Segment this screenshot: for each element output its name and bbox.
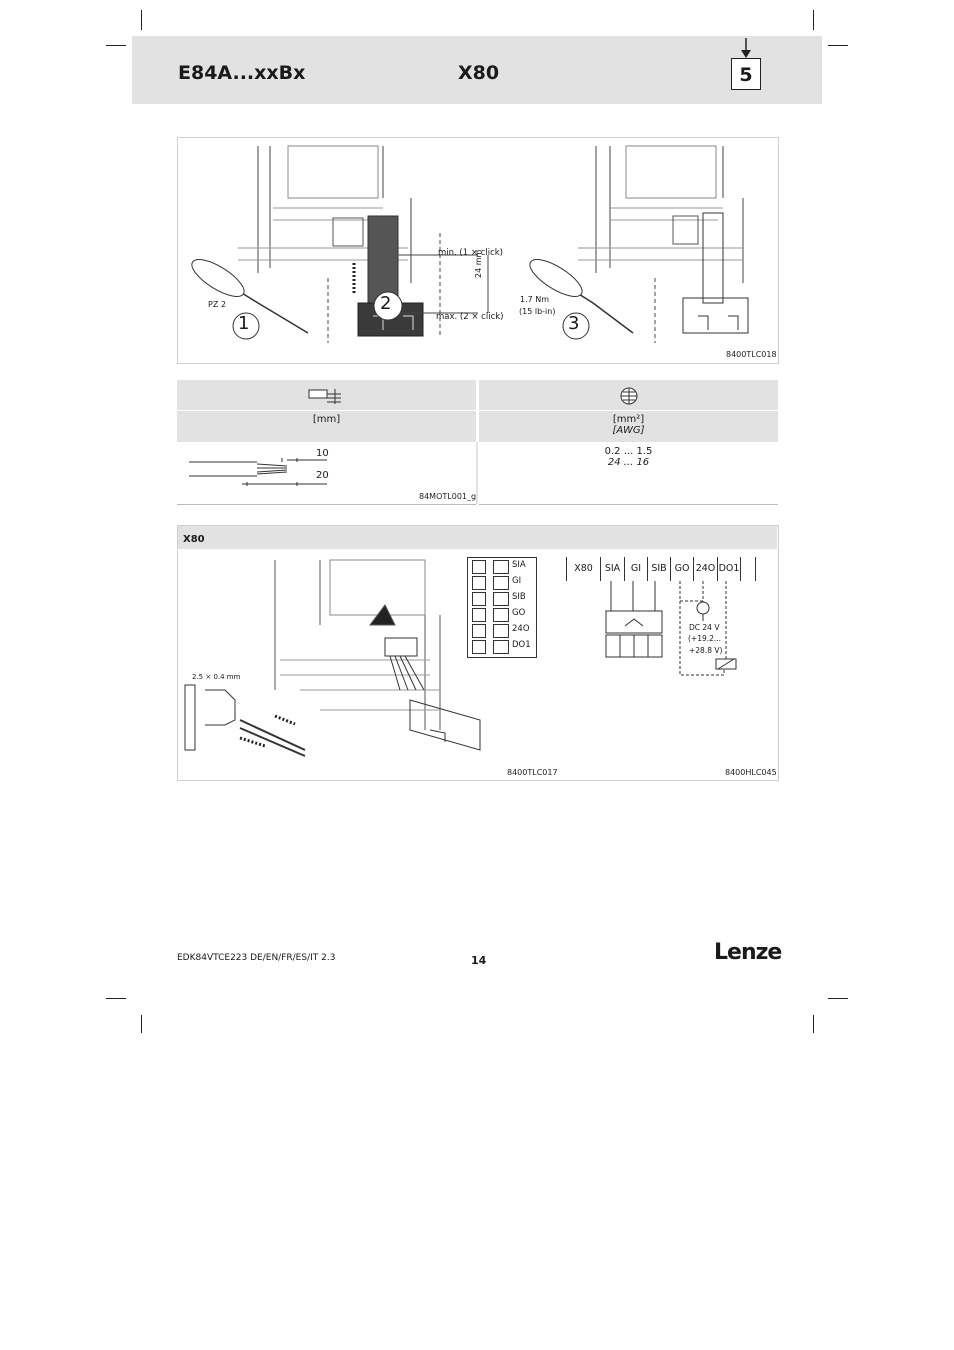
terminal-box-icon	[493, 624, 509, 638]
crop-mark	[828, 45, 848, 46]
unit-mm2: [mm²]	[612, 414, 645, 425]
figure-code-left: 8400TLC017	[507, 768, 558, 777]
model-title: E84A...xxBx	[178, 62, 306, 84]
terminal-label: DO1	[512, 640, 531, 650]
connector-title: X80	[458, 62, 500, 84]
crop-mark	[106, 998, 126, 999]
dimension-label: 24 mm	[474, 249, 483, 278]
page-header: E84A...xxBx X80 5	[132, 36, 822, 104]
max-click-label: max. (2 × click)	[436, 312, 504, 322]
cross-section-mm2: 0.2 ... 1.5	[604, 446, 653, 457]
unit-awg: [AWG]	[612, 425, 645, 436]
strip-long: 20	[316, 470, 329, 481]
crop-mark	[813, 10, 814, 30]
terminal-label: SIA	[512, 560, 526, 570]
drawing-code: 84MOTL001_g	[419, 492, 477, 501]
schematic-cell: X80	[567, 557, 601, 581]
terminal-row: 24O	[468, 622, 536, 638]
terminal-legend: SIA GI SIB GO 24O DO1	[467, 557, 537, 658]
table-header-right	[479, 380, 778, 410]
crop-mark	[828, 998, 848, 999]
table-divider	[476, 442, 478, 504]
terminal-box-icon	[472, 576, 486, 590]
terminal-row: SIB	[468, 590, 536, 606]
installation-figure: 1 2 3 PZ 2 min. (1 × click) max. (2 × cl…	[177, 137, 779, 364]
strip-length-cell: 10 20 84MOTL001_g	[177, 442, 476, 505]
schematic-cell: 24O	[694, 557, 718, 581]
torque-nm: 1.7 Nm	[520, 295, 550, 304]
step-1-number: 1	[238, 313, 250, 334]
table-header-left	[177, 380, 476, 410]
terminal-row: SIA	[468, 558, 536, 574]
terminal-box-icon	[472, 592, 486, 606]
crop-mark	[813, 1015, 814, 1033]
min-click-label: min. (1 × click)	[438, 248, 503, 258]
terminal-box-icon	[493, 592, 509, 606]
crop-mark	[106, 45, 126, 46]
brand-logo: Lenze	[714, 940, 782, 965]
unit-mm: [mm]	[312, 414, 341, 425]
wire-spec-table: [mm] [mm²] [AWG] 10 20 84MOTL001_g 0.2 .…	[177, 380, 778, 505]
terminal-box-icon	[472, 560, 486, 574]
figure-code-right: 8400HLC045	[725, 768, 777, 777]
terminal-box-icon	[472, 640, 486, 654]
unit-left-cell: [mm]	[177, 411, 476, 442]
terminal-row: GI	[468, 574, 536, 590]
supply-range-low: (+19.2...	[688, 634, 722, 643]
wire-cross-section-icon	[620, 387, 638, 405]
terminal-row: GO	[468, 606, 536, 622]
step-3-number: 3	[568, 313, 580, 334]
schematic-header: X80 SIA GI SIB GO 24O DO1	[566, 557, 756, 581]
schematic-drawing	[605, 581, 737, 676]
terminal-row: DO1	[468, 638, 536, 654]
screwdriver-size: 2.5 × 0.4 mm	[192, 673, 241, 681]
terminal-box-icon	[493, 640, 509, 654]
terminal-label: GI	[512, 576, 522, 586]
tool-label: PZ 2	[208, 300, 226, 309]
supply-range-high: +28.8 V)	[689, 646, 723, 655]
cross-section-awg: 24 ... 16	[607, 457, 650, 468]
chapter-number: 5	[731, 58, 761, 90]
strip-length-drawing	[189, 458, 327, 486]
schematic-cell: SIB	[648, 557, 671, 581]
terminal-box-icon	[493, 576, 509, 590]
torque-lbin: (15 lb-in)	[519, 307, 556, 316]
ferrule-icon	[308, 389, 341, 404]
schematic-cell: GO	[671, 557, 694, 581]
terminal-box-icon	[472, 608, 486, 622]
installation-drawing	[191, 145, 749, 343]
terminal-label: SIB	[512, 592, 526, 602]
terminal-box-icon	[493, 608, 509, 622]
schematic-cell: GI	[625, 557, 648, 581]
x80-header-band	[178, 526, 777, 549]
terminal-label: GO	[512, 608, 526, 618]
crop-mark	[141, 10, 142, 30]
cross-section-cell: 0.2 ... 1.5 24 ... 16	[479, 442, 778, 505]
strip-short: 10	[316, 448, 329, 459]
schematic-cell: DO1	[718, 557, 741, 581]
figure-code: 8400TLC018	[726, 350, 777, 359]
unit-right-cell: [mm²] [AWG]	[479, 411, 778, 442]
page-number: 14	[471, 954, 487, 967]
x80-mounting-drawing	[184, 559, 481, 757]
supply-voltage: DC 24 V	[689, 623, 720, 632]
step-2-number: 2	[380, 293, 392, 314]
x80-section-title: X80	[183, 534, 205, 545]
crop-mark	[141, 1015, 142, 1033]
document-id: EDK84VTCE223 DE/EN/FR/ES/IT 2.3	[177, 953, 336, 963]
terminal-box-icon	[493, 560, 509, 574]
schematic-cell: SIA	[601, 557, 625, 581]
terminal-box-icon	[472, 624, 486, 638]
terminal-label: 24O	[512, 624, 530, 634]
arrow-down-icon	[741, 38, 751, 58]
